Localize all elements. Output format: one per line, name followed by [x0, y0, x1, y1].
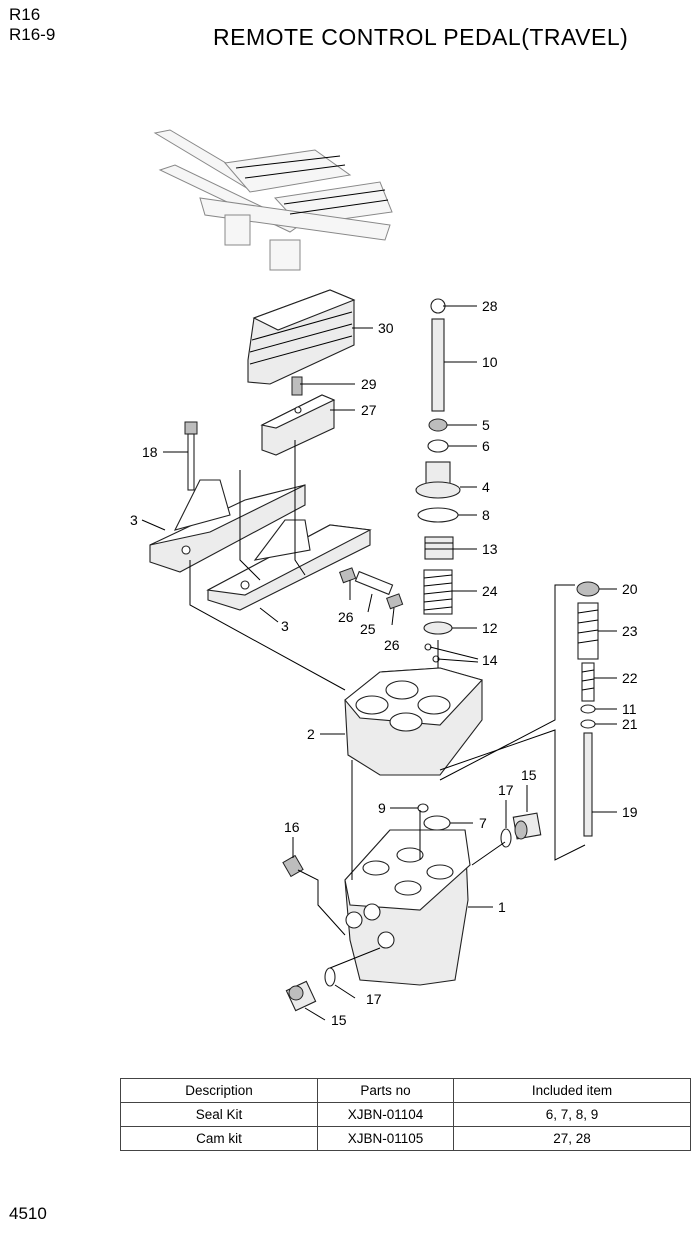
bracket-part	[206, 519, 372, 611]
spring-seat-part	[424, 536, 454, 560]
callout-number: 29	[361, 376, 377, 392]
casing-part	[344, 829, 471, 986]
callout-number: 30	[378, 320, 394, 336]
page-number: 4510	[9, 1204, 47, 1223]
section-label: R16-9	[9, 25, 56, 44]
bush-part	[339, 567, 357, 584]
callout-number: 11	[622, 701, 637, 717]
callout-number: 2	[307, 726, 315, 742]
callout-number: 16	[284, 819, 300, 835]
callout-number: 7	[479, 815, 487, 831]
callout-number: 1	[498, 899, 506, 915]
bracket-part	[149, 479, 306, 573]
callout-number: 12	[482, 620, 498, 636]
callout-number: 28	[482, 298, 498, 314]
leader-lines	[141, 305, 617, 1021]
callout-number: 3	[281, 618, 289, 634]
callout-number: 18	[142, 444, 158, 460]
callout-number: 24	[482, 583, 498, 599]
ball-part	[430, 298, 446, 314]
o-ring-part	[423, 815, 451, 831]
table-cell: XJBN-01104	[317, 1102, 454, 1127]
spring-part	[423, 569, 453, 615]
table-cell: Cam kit	[120, 1126, 318, 1151]
callout-number: 26	[384, 637, 400, 653]
casing-part	[344, 667, 484, 776]
callout-number: 22	[622, 670, 638, 686]
washer-part	[423, 621, 453, 635]
callout-number: 13	[482, 541, 498, 557]
spring-part	[577, 602, 599, 660]
callout-number: 20	[622, 581, 638, 597]
callout-number: 21	[622, 716, 638, 732]
spring-part	[581, 662, 595, 702]
callout-number: 4	[482, 479, 490, 495]
seal-part	[427, 439, 449, 453]
model-label: R16	[9, 5, 41, 24]
callout-number: 8	[482, 507, 490, 523]
table-cell: 27, 28	[453, 1126, 691, 1151]
callout-number: 25	[360, 621, 376, 637]
callout-number: 9	[378, 800, 386, 816]
callout-number: 15	[331, 1012, 347, 1028]
spring-seat-part	[576, 581, 600, 597]
plug-part	[285, 980, 317, 1012]
bolt-part	[184, 421, 198, 491]
spool-part	[583, 732, 593, 837]
column-header: Included item	[453, 1078, 691, 1103]
cam-part	[260, 394, 336, 456]
callout-number: 17	[498, 782, 514, 798]
fitting-part	[282, 854, 304, 878]
shaft-part	[354, 570, 394, 596]
column-header: Description	[120, 1078, 318, 1103]
callout-number: 27	[361, 402, 377, 418]
page-title: REMOTE CONTROL PEDAL(TRAVEL)	[213, 24, 629, 50]
callout-number: 14	[482, 652, 498, 668]
pedal-assembly	[153, 129, 393, 271]
table-header-row: Description Parts no Included item	[120, 1078, 691, 1103]
o-ring-part	[324, 967, 336, 987]
callout-number: 17	[366, 991, 382, 1007]
bush-part	[386, 593, 404, 610]
callout-number: 23	[622, 623, 638, 639]
column-header: Parts no	[317, 1078, 454, 1103]
exploded-parts-diagram: 28 10 30 29 27 5 6 4 18 8 3 13 24 26 25 …	[130, 129, 638, 1028]
callout-number: 6	[482, 438, 490, 454]
boot-part	[247, 289, 356, 385]
callout-number: 26	[338, 609, 354, 625]
washer-part	[580, 704, 596, 714]
callout-number: 15	[521, 767, 537, 783]
washer-part	[580, 719, 596, 729]
callout-number: 10	[482, 354, 498, 370]
table-row: Seal Kit XJBN-01104 6, 7, 8, 9	[120, 1102, 691, 1127]
table-cell: Seal Kit	[120, 1102, 318, 1127]
table-cell: 6, 7, 8, 9	[453, 1102, 691, 1127]
plug-part	[428, 418, 448, 432]
table-row: Cam kit XJBN-01105 27, 28	[120, 1126, 691, 1151]
table-cell: XJBN-01105	[317, 1126, 454, 1151]
plug-part	[415, 461, 461, 499]
callout-number: 5	[482, 417, 490, 433]
callout-number: 3	[130, 512, 138, 528]
push-rod-part	[431, 318, 445, 412]
kit-table: Description Parts no Included item Seal …	[120, 1078, 691, 1151]
plug-part	[512, 812, 542, 840]
callout-number: 19	[622, 804, 638, 820]
pin-part	[291, 376, 303, 396]
callout-labels: 28 10 30 29 27 5 6 4 18 8 3 13 24 26 25 …	[130, 298, 638, 1028]
o-ring-part	[417, 507, 459, 523]
